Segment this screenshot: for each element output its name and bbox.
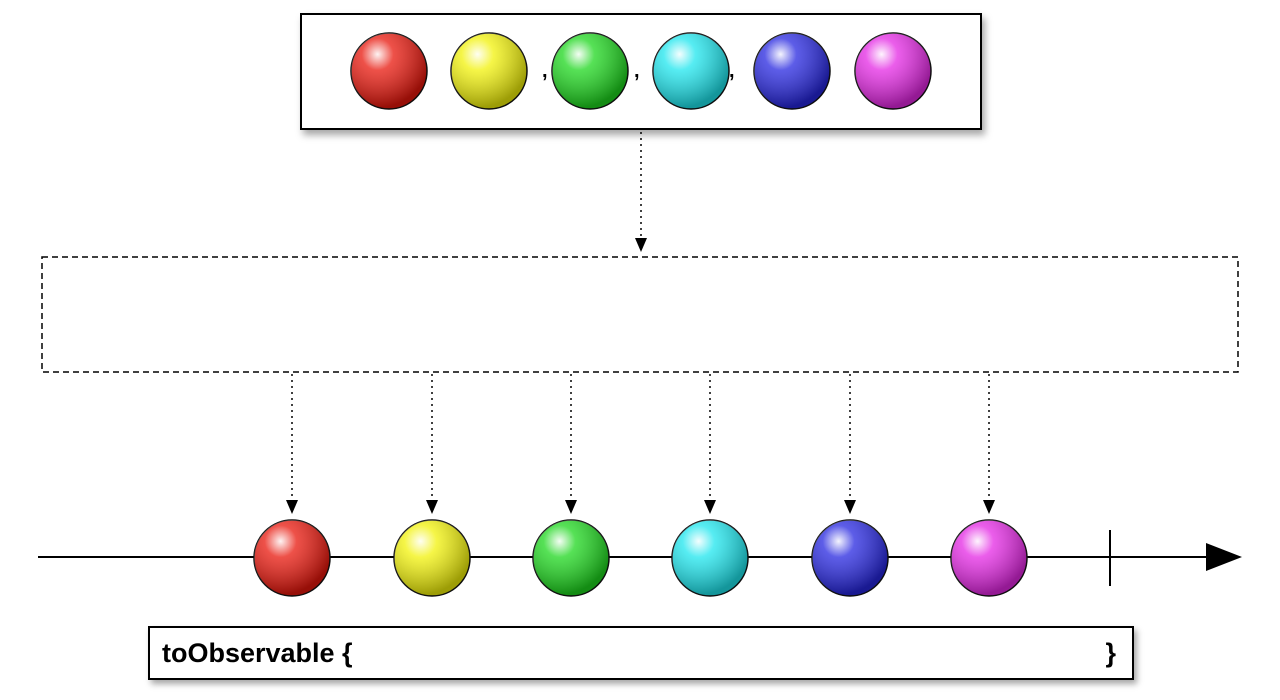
emitted-marble-yellow [393, 519, 471, 597]
source-marbles [350, 32, 932, 110]
emission-arrowhead-blue [844, 500, 856, 514]
emission-arrowhead-cyan [704, 500, 716, 514]
emitted-marbles [253, 519, 1028, 597]
emission-arrowhead-magenta [983, 500, 995, 514]
separator-comma: , [634, 60, 640, 82]
emission-arrowhead-yellow [426, 500, 438, 514]
timeline-arrowhead [1206, 543, 1242, 571]
source-marble-green [551, 32, 629, 110]
emission-arrowhead-red [286, 500, 298, 514]
operator-open-text: toObservable { [162, 637, 353, 668]
operator-close-text: } [1105, 637, 1116, 668]
source-marble-yellow [450, 32, 528, 110]
emitted-marble-green [532, 519, 610, 597]
emission-arrowhead-green [565, 500, 577, 514]
source-marble-red [350, 32, 428, 110]
emitted-marble-magenta [950, 519, 1028, 597]
source-marble-blue [753, 32, 831, 110]
emission-connectors [286, 374, 995, 514]
emitted-marble-cyan [671, 519, 749, 597]
source-connector-arrowhead [635, 238, 647, 252]
source-marble-cyan [652, 32, 730, 110]
operator-label-box: toObservable { } [148, 626, 1134, 680]
emitted-marble-red [253, 519, 331, 597]
separator-comma: , [542, 60, 548, 82]
emitted-marble-blue [811, 519, 889, 597]
separator-comma: , [729, 60, 735, 82]
source-marble-magenta [854, 32, 932, 110]
transform-box [41, 256, 1239, 373]
